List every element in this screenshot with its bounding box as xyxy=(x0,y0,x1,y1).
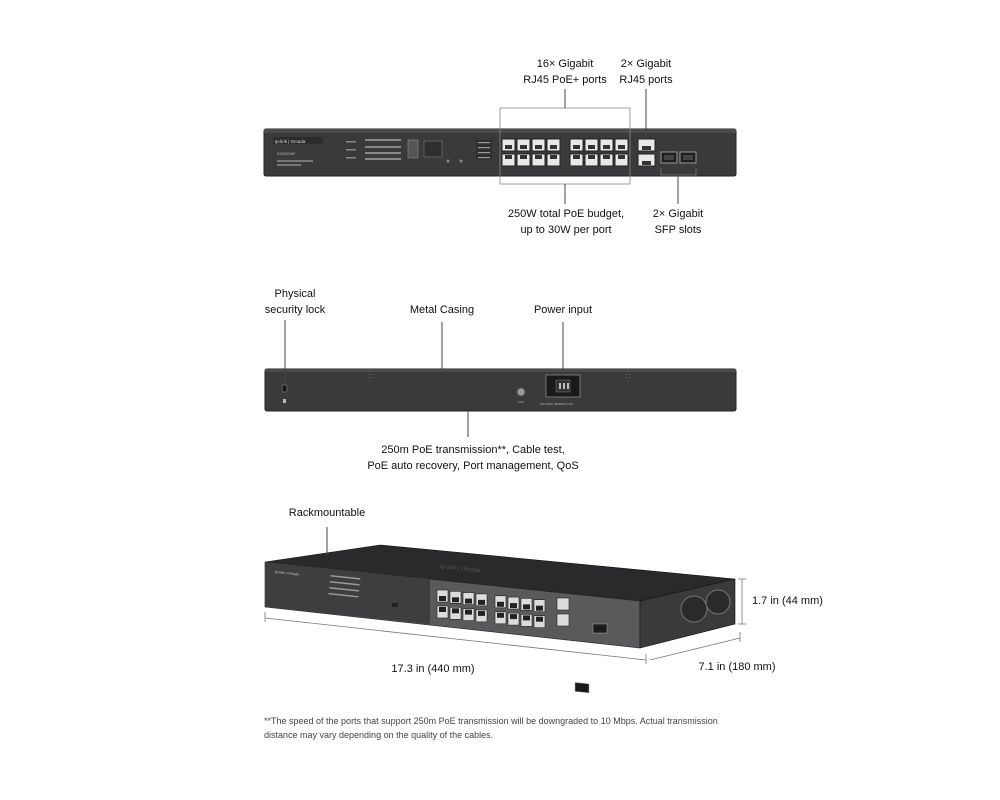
iso-rj45-port-jack xyxy=(439,607,446,612)
footnote: **The speed of the ports that support 25… xyxy=(264,716,718,740)
features-label-line2: PoE auto recovery, Port management, QoS xyxy=(367,460,579,472)
rj45-port-jack xyxy=(618,145,625,149)
iso-rj45-port-jack xyxy=(510,614,517,620)
power-input-label: Power input xyxy=(533,304,593,316)
iso-rj45-ports xyxy=(436,589,570,629)
fan-vent-2 xyxy=(705,589,731,615)
led-matrix xyxy=(346,139,401,160)
iso-rj45-port-jack xyxy=(465,598,472,604)
security-lock-slot xyxy=(281,384,288,393)
rj45-port-jack xyxy=(520,155,527,159)
iso-rj45-port-jack xyxy=(510,603,517,609)
sfp-slots-label: 2× Gigabit SFP slots xyxy=(640,206,716,238)
iso-sfp-2 xyxy=(592,623,608,634)
sfp-label-line1: 2× Gigabit xyxy=(652,208,704,220)
rj45-label-line1: 2× Gigabit xyxy=(620,58,672,70)
rj45-port-jack xyxy=(505,145,512,149)
fan-vent-1 xyxy=(680,595,708,623)
front-rj45-poe-ports xyxy=(501,138,629,167)
iso-rj45-port-jack xyxy=(536,616,543,622)
sfp-label-line2: SFP slots xyxy=(654,224,702,236)
iso-rj45-port-jack xyxy=(452,608,459,614)
rj45-port-jack xyxy=(535,145,542,149)
iso-front-logo: tp-link | Omada xyxy=(275,570,299,576)
rj45-port-jack xyxy=(573,155,580,159)
poe-budget-label: 250W total PoE budget, up to 30W per por… xyxy=(502,206,630,238)
iso-top-logo: tp-link | Omada xyxy=(440,564,482,574)
features-label: 250m PoE transmission**, Cable test, PoE… xyxy=(355,442,591,474)
iso-rj45-port-jack xyxy=(439,596,446,601)
iso-rj45-uplink xyxy=(556,613,570,627)
rj45-port-jack xyxy=(535,155,542,159)
budget-label-line2: up to 30W per port xyxy=(520,224,612,236)
front-model-text: ES220GMP xyxy=(277,152,296,156)
depth-dimension-label: 7.1 in (180 mm) xyxy=(698,661,776,673)
lock-label-line1: Physical xyxy=(274,288,316,300)
width-dimension-label: 17.3 in (440 mm) xyxy=(391,663,475,675)
front-brand-logo: tp-link | Omada xyxy=(275,139,306,144)
metal-casing-label: Metal Casing xyxy=(409,304,475,316)
iso-rj45-port-jack xyxy=(497,601,504,607)
iso-rj45-port-jack xyxy=(452,597,459,603)
iso-rj45-port-jack xyxy=(497,612,504,618)
rj45-port-jack xyxy=(520,145,527,149)
security-lock-label: Physical security lock xyxy=(255,286,335,318)
budget-label-line1: 250W total PoE budget, xyxy=(507,208,625,220)
rj45-port-jack xyxy=(588,155,595,159)
rj45-port-jack xyxy=(603,155,610,159)
iso-rj45-port-jack xyxy=(536,605,543,611)
poe-ports-label-line2: RJ45 PoE+ ports xyxy=(523,74,607,86)
lock-label-line2: security lock xyxy=(264,304,326,316)
iso-rj45-port-jack xyxy=(478,610,485,616)
front-rj45-uplinks xyxy=(637,138,656,167)
poe-ports-label-line1: 16× Gigabit xyxy=(536,58,594,70)
height-dimension-label: 1.7 in (44 mm) xyxy=(752,595,823,607)
power-rating-text: 100-240V~50/60Hz 0.5A xyxy=(540,402,573,406)
rj45-port-jack xyxy=(588,145,595,149)
rj45-port-jack xyxy=(618,155,625,159)
iso-rj45-port-jack xyxy=(478,599,485,605)
rackmountable-label: Rackmountable xyxy=(288,507,366,519)
rj45-port-jack xyxy=(573,145,580,149)
rj45-port-jack xyxy=(550,145,557,149)
iso-rj45-uplink xyxy=(556,597,570,611)
iso-rj45-port-jack xyxy=(523,615,530,621)
poe-ports-label: 16× Gigabit RJ45 PoE+ ports xyxy=(512,56,618,88)
features-label-line1: 250m PoE transmission**, Cable test, xyxy=(381,444,565,456)
front-sfp-slots xyxy=(660,151,697,164)
rj45-port-jack xyxy=(603,145,610,149)
rj45-label-line2: RJ45 ports xyxy=(619,74,673,86)
iso-rj45-port-jack xyxy=(465,609,472,615)
rj45-port-jack xyxy=(550,155,557,159)
rj45-port-jack xyxy=(505,155,512,159)
iso-sfp-1 xyxy=(574,682,590,694)
ground-screw xyxy=(516,387,526,397)
iso-rj45-port-jack xyxy=(523,604,530,610)
rj45-ports-label: 2× Gigabit RJ45 ports xyxy=(610,56,682,88)
